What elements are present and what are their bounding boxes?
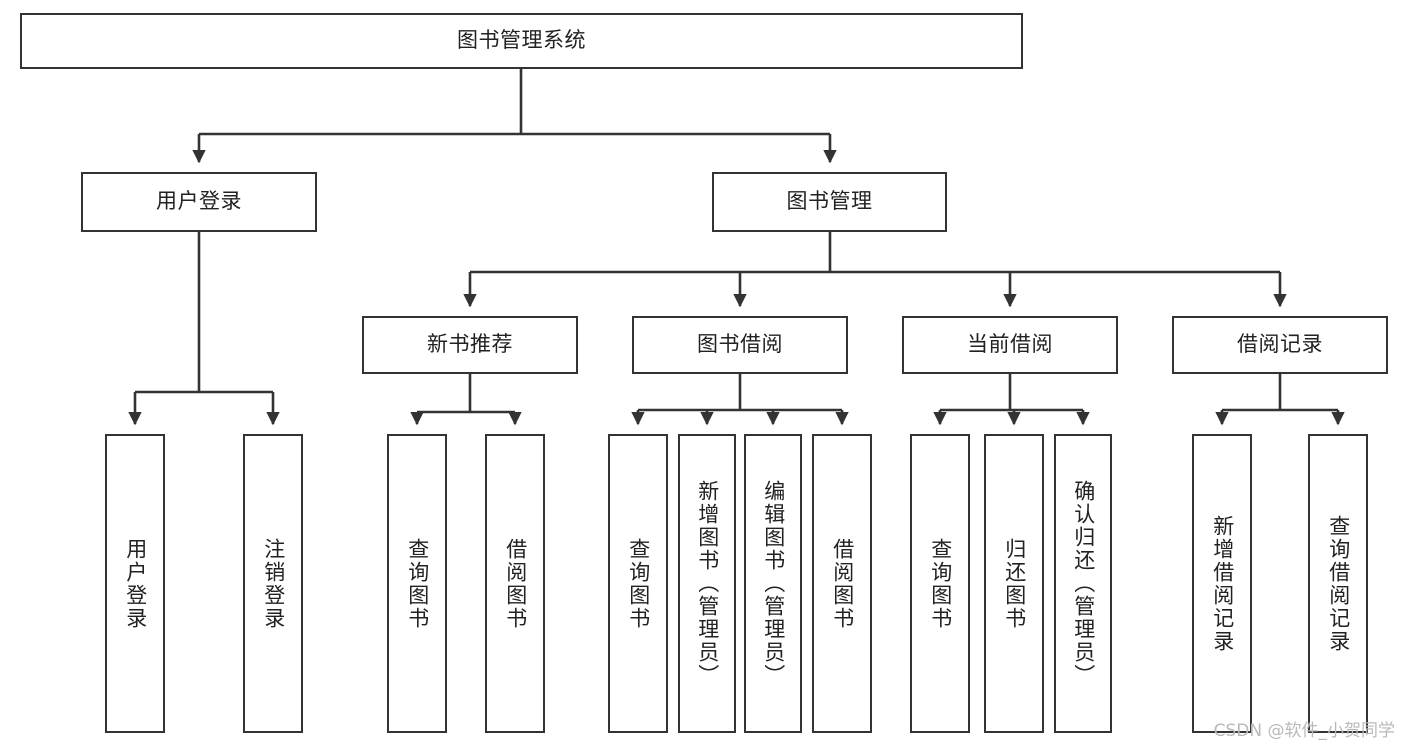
node-book-management[interactable]: 图书管理 xyxy=(712,172,947,232)
node-leaf-return-book[interactable]: 归还图书 xyxy=(984,434,1044,733)
node-book-management-label: 图书管理 xyxy=(786,189,873,214)
node-borrow-record[interactable]: 借阅记录 xyxy=(1172,316,1388,374)
node-leaf-logout-label: 注销登录 xyxy=(261,537,286,630)
node-leaf-confirm-return-admin[interactable]: 确认归还（管理员） xyxy=(1054,434,1112,733)
node-leaf-borrow-book[interactable]: 借阅图书 xyxy=(812,434,872,733)
node-book-borrow[interactable]: 图书借阅 xyxy=(632,316,848,374)
node-leaf-logout[interactable]: 注销登录 xyxy=(243,434,303,733)
node-leaf-borrow-book-rec[interactable]: 借阅图书 xyxy=(485,434,545,733)
node-current-borrow[interactable]: 当前借阅 xyxy=(902,316,1118,374)
node-leaf-query-book-borrow-label: 查询图书 xyxy=(626,537,651,630)
node-leaf-confirm-return-admin-label: 确认归还（管理员） xyxy=(1071,480,1096,687)
node-root-label: 图书管理系统 xyxy=(457,28,586,53)
node-leaf-return-book-label: 归还图书 xyxy=(1002,537,1027,630)
node-leaf-query-book-rec-label: 查询图书 xyxy=(405,537,430,630)
node-root[interactable]: 图书管理系统 xyxy=(20,13,1023,69)
node-current-borrow-label: 当前借阅 xyxy=(967,332,1053,357)
node-new-book-recommend-label: 新书推荐 xyxy=(427,332,513,357)
node-borrow-record-label: 借阅记录 xyxy=(1237,332,1323,357)
node-leaf-borrow-book-rec-label: 借阅图书 xyxy=(503,537,528,630)
node-leaf-query-borrow-record-label: 查询借阅记录 xyxy=(1326,514,1351,653)
node-leaf-user-login[interactable]: 用户登录 xyxy=(105,434,165,733)
node-leaf-borrow-book-label: 借阅图书 xyxy=(830,537,855,630)
node-leaf-edit-book-admin-label: 编辑图书（管理员） xyxy=(761,480,786,687)
node-leaf-edit-book-admin[interactable]: 编辑图书（管理员） xyxy=(744,434,802,733)
node-book-borrow-label: 图书借阅 xyxy=(697,332,783,357)
node-leaf-query-book-rec[interactable]: 查询图书 xyxy=(387,434,447,733)
node-new-book-recommend[interactable]: 新书推荐 xyxy=(362,316,578,374)
node-leaf-query-book-current[interactable]: 查询图书 xyxy=(910,434,970,733)
node-leaf-query-borrow-record[interactable]: 查询借阅记录 xyxy=(1308,434,1368,733)
node-leaf-query-book-current-label: 查询图书 xyxy=(928,537,953,630)
node-leaf-add-book-admin[interactable]: 新增图书（管理员） xyxy=(678,434,736,733)
node-leaf-add-book-admin-label: 新增图书（管理员） xyxy=(695,480,720,687)
node-leaf-add-borrow-record-label: 新增借阅记录 xyxy=(1210,514,1235,653)
node-leaf-add-borrow-record[interactable]: 新增借阅记录 xyxy=(1192,434,1252,733)
node-leaf-user-login-label: 用户登录 xyxy=(123,537,148,630)
node-leaf-query-book-borrow[interactable]: 查询图书 xyxy=(608,434,668,733)
node-user-login[interactable]: 用户登录 xyxy=(81,172,317,232)
node-user-login-label: 用户登录 xyxy=(156,189,242,214)
